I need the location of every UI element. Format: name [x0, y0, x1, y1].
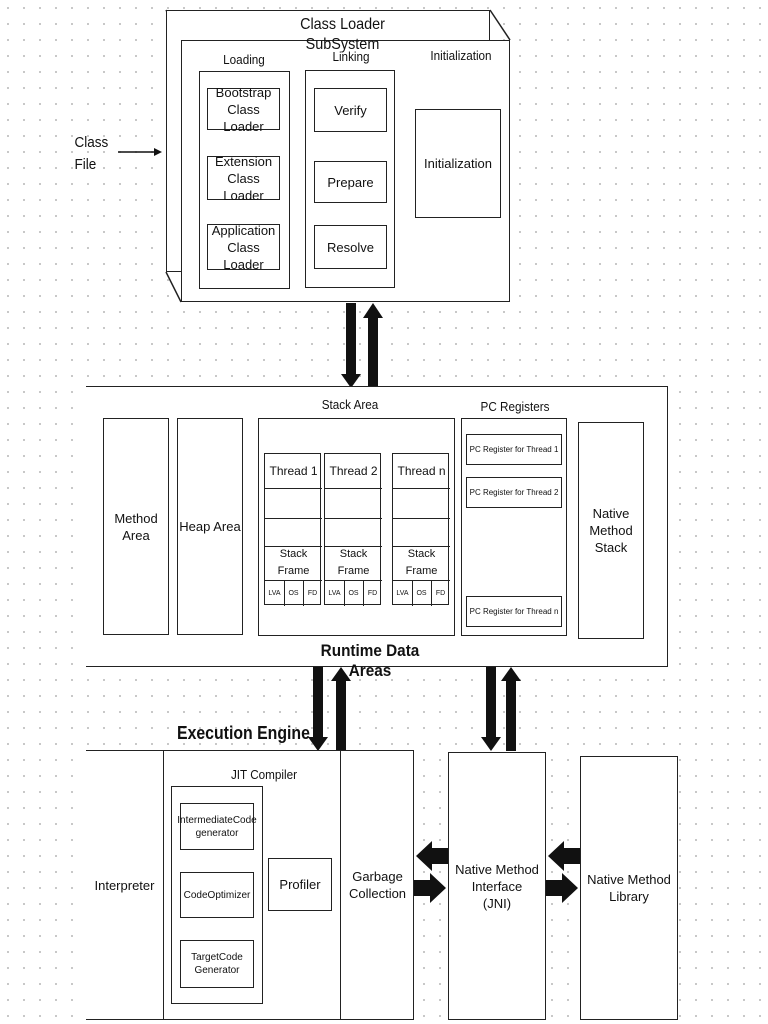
runtime-to-jni-arrow [481, 667, 501, 751]
intermediate-code-generator: IntermediateCode generator [177, 803, 257, 850]
library-to-jni-arrow [548, 841, 580, 871]
thread-slot [265, 518, 322, 547]
thread-name: Thread n [393, 454, 450, 489]
pc-register-thread-2: PC Register for Thread 2 [466, 477, 562, 508]
thread-name: Thread 2 [325, 454, 382, 489]
thread-stack: Thread 2 Stack Frame LVA OS FD [324, 453, 382, 606]
jni-to-runtime-arrow [501, 667, 521, 751]
execution-engine-title: Execution Engine [177, 723, 310, 743]
thread-stack: Thread n Stack Frame LVA OS FD [392, 453, 450, 606]
code-optimizer: CodeOptimizer [180, 872, 254, 918]
class-file-arrowhead [154, 148, 162, 156]
engine-to-jni-arrow [414, 873, 446, 903]
verify-step: Verify [314, 88, 387, 132]
os-cell: OS [344, 580, 364, 606]
resolve-step: Resolve [314, 225, 387, 269]
thread-slot [393, 518, 450, 547]
lva-cell: LVA [393, 580, 413, 606]
lva-cell: LVA [265, 580, 285, 606]
os-cell: OS [412, 580, 432, 606]
stack-area-title: Stack Area [321, 397, 379, 412]
runtime-to-classloader-arrow [363, 303, 383, 388]
class-loader-title: Class Loader SubSystem [300, 16, 385, 53]
extension-class-loader: Extension Class Loader [207, 154, 280, 203]
profiler: Profiler [268, 858, 332, 911]
native-method-library: Native Method Library [580, 756, 678, 1020]
runtime-to-engine-arrow [308, 667, 328, 751]
garbage-collection: Garbage Collection [340, 750, 414, 1020]
native-method-stack: Native Method Stack [578, 422, 644, 639]
lva-cell: LVA [325, 580, 345, 606]
box-edge [165, 271, 182, 303]
loading-title: Loading [223, 52, 265, 67]
fd-cell: FD [307, 589, 318, 597]
classloader-to-runtime-arrow [341, 303, 361, 388]
linking-title: Linking [332, 49, 370, 64]
engine-to-runtime-arrow [331, 667, 351, 751]
box-edge [489, 9, 511, 41]
thread-slot [325, 518, 382, 547]
runtime-data-areas-title: Runtime Data Areas [320, 641, 420, 680]
stack-frame: Stack Frame [265, 546, 322, 581]
thread-name: Thread 1 [265, 454, 322, 489]
bootstrap-class-loader: Bootstrap Class Loader [207, 85, 280, 134]
stack-frame: Stack Frame [393, 546, 450, 581]
stack-frame: Stack Frame [325, 546, 382, 581]
pc-registers-title: PC Registers [480, 399, 550, 414]
jni-to-library-arrow [546, 873, 578, 903]
prepare-step: Prepare [314, 161, 387, 203]
method-area: Method Area [103, 418, 169, 635]
jni-to-engine-arrow [416, 841, 448, 871]
pc-register-thread-1: PC Register for Thread 1 [466, 434, 562, 465]
target-code-generator: TargetCode Generator [180, 940, 254, 988]
class-file-label: Class File [74, 134, 109, 173]
os-cell: OS [284, 580, 304, 606]
initialization-title: Initialization [430, 48, 492, 63]
thread-slot [393, 488, 450, 519]
interpreter: Interpreter [86, 750, 164, 1020]
application-class-loader: Application Class Loader [207, 223, 280, 272]
thread-slot [265, 488, 322, 519]
native-method-interface: Native Method Interface (JNI) [448, 752, 546, 1020]
thread-stack: Thread 1 Stack Frame LVA OS FD [264, 453, 322, 606]
fd-cell: FD [435, 589, 446, 597]
fd-cell: FD [367, 589, 378, 597]
thread-slot [325, 488, 382, 519]
initialization-box: Initialization [415, 109, 501, 218]
jit-compiler-title: JIT Compiler [230, 767, 298, 782]
pc-register-thread-n: PC Register for Thread n [466, 596, 562, 627]
heap-area: Heap Area [177, 418, 243, 635]
